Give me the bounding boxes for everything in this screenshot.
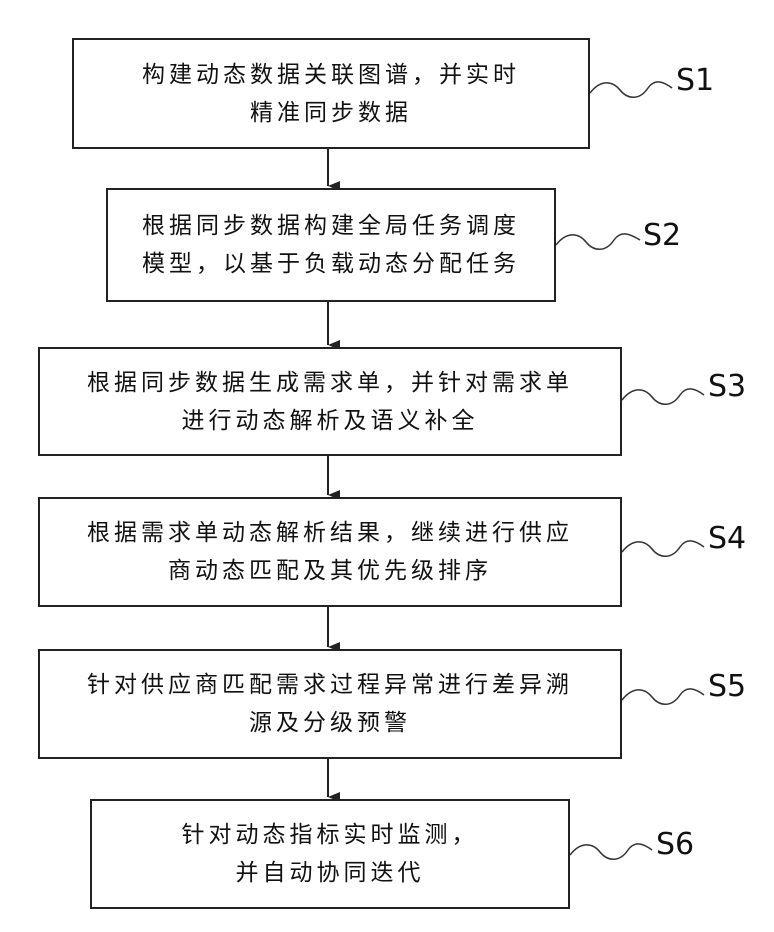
leader-line-s4 <box>622 541 704 556</box>
step-text-line: 商动态匹配及其优先级排序 <box>168 552 492 590</box>
step-box-s1: 构建动态数据关联图谱，并实时 精准同步数据 <box>72 38 590 149</box>
leader-line-s1 <box>590 82 672 97</box>
step-text-line: 根据需求单动态解析结果，继续进行供应 <box>87 514 573 552</box>
step-text-line: 源及分级预警 <box>249 704 411 742</box>
step-text-line: 根据同步数据构建全局任务调度 <box>142 207 520 245</box>
leader-line-s3 <box>622 389 704 404</box>
leader-line-s6 <box>570 844 652 859</box>
step-label-s4: S4 <box>708 524 746 554</box>
step-box-s2: 根据同步数据构建全局任务调度 模型，以基于负载动态分配任务 <box>106 188 556 302</box>
step-text-line: 针对供应商匹配需求过程异常进行差异溯 <box>87 666 573 704</box>
step-text-line: 根据同步数据生成需求单，并针对需求单 <box>87 364 573 402</box>
step-text-line: 并自动协同迭代 <box>236 854 425 892</box>
step-text-line: 模型，以基于负载动态分配任务 <box>142 245 520 283</box>
step-box-s5: 针对供应商匹配需求过程异常进行差异溯 源及分级预警 <box>38 649 622 759</box>
step-text-line: 进行动态解析及语义补全 <box>182 402 479 440</box>
step-text-line: 构建动态数据关联图谱，并实时 <box>142 56 520 94</box>
step-box-s3: 根据同步数据生成需求单，并针对需求单 进行动态解析及语义补全 <box>38 347 622 456</box>
leader-line-s5 <box>622 689 704 704</box>
step-label-s6: S6 <box>656 830 694 860</box>
step-label-s1: S1 <box>676 66 714 96</box>
step-box-s6: 针对动态指标实时监测， 并自动协同迭代 <box>90 799 570 909</box>
leader-line-s2 <box>556 234 640 249</box>
step-box-s4: 根据需求单动态解析结果，继续进行供应 商动态匹配及其优先级排序 <box>38 497 622 607</box>
step-label-s3: S3 <box>708 372 746 402</box>
step-label-s5: S5 <box>708 672 746 702</box>
step-text-line: 针对动态指标实时监测， <box>182 816 479 854</box>
step-text-line: 精准同步数据 <box>250 94 412 132</box>
step-label-s2: S2 <box>643 221 681 251</box>
